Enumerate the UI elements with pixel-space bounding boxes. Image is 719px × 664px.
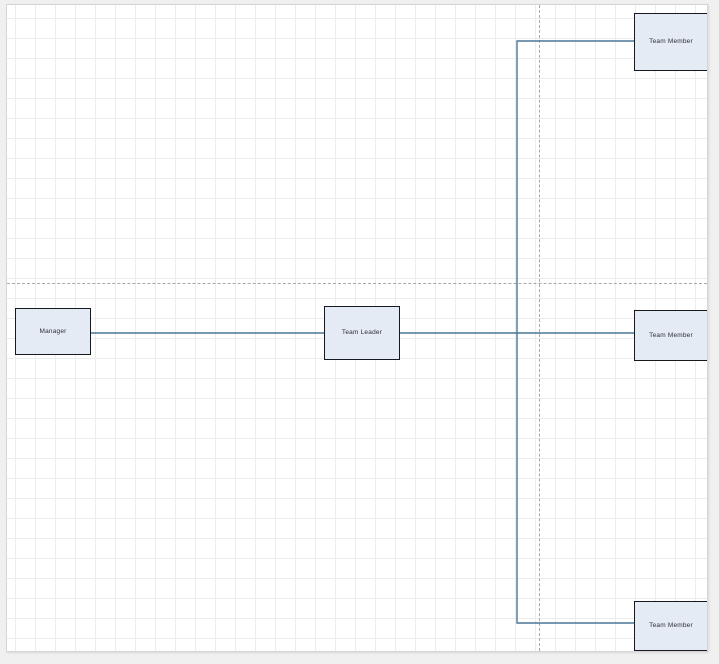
node-team-leader[interactable]: Team Leader xyxy=(324,306,400,360)
node-team-member-middle[interactable]: Team Member xyxy=(634,310,707,361)
node-label-team-leader: Team Leader xyxy=(341,329,383,337)
node-label-team-member-top: Team Member xyxy=(649,38,693,46)
node-label-manager: Manager xyxy=(39,327,67,335)
node-label-team-member-middle: Team Member xyxy=(649,331,693,339)
node-team-member-top[interactable]: Team Member xyxy=(634,13,707,71)
node-label-team-member-bottom: Team Member xyxy=(649,622,693,630)
node-team-member-bottom[interactable]: Team Member xyxy=(634,601,707,651)
connector-layer xyxy=(91,40,634,624)
connector-team-leader-to-team-member-bottom[interactable] xyxy=(516,333,634,624)
connector-team-leader-to-team-member-top[interactable] xyxy=(516,40,634,333)
node-manager[interactable]: Manager xyxy=(15,308,91,355)
